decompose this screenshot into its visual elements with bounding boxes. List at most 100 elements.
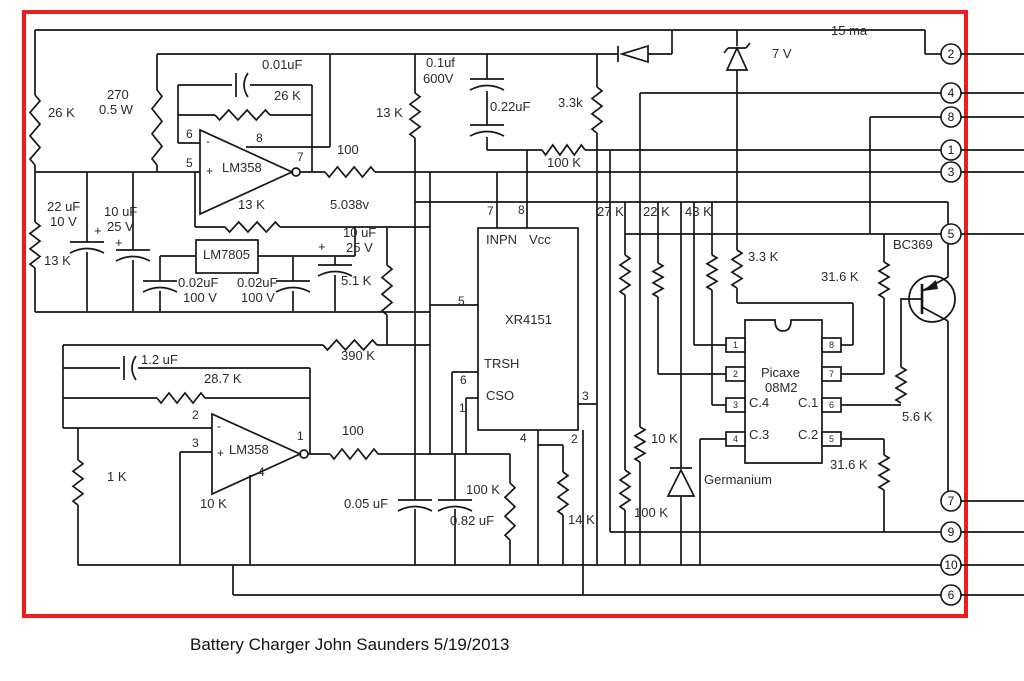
capacitor-icon <box>275 286 311 293</box>
resistor-icon <box>651 262 665 298</box>
svg-text:1: 1 <box>948 143 955 157</box>
picaxe-pin5: 5 <box>829 434 835 444</box>
xr-pin1: 1 <box>459 401 466 415</box>
svg-text:7: 7 <box>948 494 955 508</box>
ic-lm7805-body <box>195 239 259 274</box>
label-c-002uf-b: 0.02uF <box>237 275 278 290</box>
xr-pin6: 6 <box>460 373 467 387</box>
opamp1-name: LM358 <box>222 160 262 175</box>
resistor-icon <box>28 94 42 166</box>
svg-text:2: 2 <box>948 47 955 61</box>
schematic-title: Battery Charger John Saunders 5/19/2013 <box>190 635 510 654</box>
svg-text:4: 4 <box>948 86 955 100</box>
terminal: 3 <box>940 161 962 183</box>
germanium-diode-icon <box>666 467 696 497</box>
opamp2-pin1: 1 <box>297 429 304 443</box>
terminal: 2 <box>940 43 962 65</box>
resistor-icon <box>618 254 632 296</box>
opamp1-pin6: 6 <box>186 127 193 141</box>
picaxe-pin8: 8 <box>829 340 835 350</box>
opamp2-output-bubble <box>299 449 309 459</box>
resistor-icon <box>224 220 281 234</box>
label-r-33k-top: 3.3k <box>558 95 583 110</box>
opamp2-plus: + <box>217 446 225 460</box>
label-r-316k-top: 31.6 K <box>821 269 859 284</box>
resistor-icon <box>156 391 206 405</box>
capacitor-icon <box>437 505 473 512</box>
picaxe-c3: C.3 <box>749 427 770 442</box>
transistor-bc369-icon <box>908 275 956 323</box>
svg-text:5: 5 <box>948 227 955 241</box>
xr-trsh: TRSH <box>484 356 520 371</box>
terminal-group: 2 4 8 1 3 5 7 9 10 6 <box>940 43 962 606</box>
picaxe-pin3: 3 <box>733 400 739 410</box>
opamp1-minus: - <box>206 134 210 148</box>
svg-text:8: 8 <box>948 110 955 124</box>
resistor-icon <box>877 261 891 299</box>
label-c-022uf: 0.22uF <box>490 99 531 114</box>
label-r-56k: 5.6 K <box>902 409 933 424</box>
label-c-10uf-b-v: 25 V <box>346 240 373 255</box>
opamp1-triangle <box>199 128 295 216</box>
label-r-26k-input: 26 K <box>48 105 75 120</box>
label-c-10uf-a: 10 uF <box>104 204 138 219</box>
resistor-icon <box>322 338 378 352</box>
ic-xr4151-body <box>477 227 579 431</box>
resistor-icon <box>590 86 604 134</box>
xr-pin8: 8 <box>518 203 525 217</box>
polarity-plus-10uf-b: + <box>318 239 326 254</box>
resistor-icon <box>150 89 164 166</box>
label-r-13k-left: 13 K <box>44 253 71 268</box>
capacitor-icon <box>115 255 151 262</box>
label-r-100k-mid: 100 K <box>634 505 668 520</box>
opamp2-name: LM358 <box>229 442 269 457</box>
opamp1-pin7: 7 <box>297 150 304 164</box>
resistor-icon <box>71 459 85 506</box>
terminal: 1 <box>940 139 962 161</box>
opamp1-pin5: 5 <box>186 156 193 170</box>
label-r-100k-top: 100 K <box>547 155 581 170</box>
polarity-plus-22uf: + <box>94 223 102 238</box>
resistor-icon <box>633 426 647 463</box>
capacitor-icon <box>397 505 433 512</box>
label-c-10uf-a-v: 25 V <box>107 219 134 234</box>
opamp2-minus: - <box>217 419 221 433</box>
label-c-22uf: 22 uF <box>47 199 81 214</box>
label-r-13k-mid: 13 K <box>376 105 403 120</box>
opamp1-output-bubble <box>291 167 301 177</box>
schematic-border <box>22 10 968 618</box>
label-r-390k: 390 K <box>341 348 375 363</box>
resistor-icon <box>214 108 271 122</box>
terminal: 6 <box>940 584 962 606</box>
label-r-100-b: 100 <box>342 423 364 438</box>
resistor-icon <box>894 366 908 404</box>
label-r-22k: 22 K <box>643 204 670 219</box>
resistor-icon <box>408 92 422 139</box>
resistor-icon <box>329 447 379 461</box>
terminal: 10 <box>940 554 962 576</box>
xr-cso: CSO <box>486 388 515 403</box>
label-r-287k: 28.7 K <box>204 371 242 386</box>
picaxe-c4: C.4 <box>749 395 770 410</box>
picaxe-name-1: Picaxe <box>761 365 801 380</box>
terminal: 5 <box>940 223 962 245</box>
picaxe-name-2: 08M2 <box>765 380 798 395</box>
resistor-icon <box>877 454 891 491</box>
xr-pin3: 3 <box>582 389 589 403</box>
zener-diode-icon <box>723 42 751 71</box>
label-r-1k: 1 K <box>107 469 127 484</box>
capacitor-icon <box>469 84 505 91</box>
resistor-icon <box>324 165 376 179</box>
label-c-002uf-b-v: 100 V <box>241 290 275 305</box>
picaxe-c2: C.2 <box>798 427 819 442</box>
label-r-10k-b: 10 K <box>200 496 227 511</box>
opamp1-plus: + <box>206 164 214 178</box>
terminal: 7 <box>940 490 962 512</box>
xr-pin5: 5 <box>458 294 465 308</box>
picaxe-pin7: 7 <box>829 369 835 379</box>
rectifier-diode-icon <box>617 44 649 64</box>
label-r-100-top: 100 <box>337 142 359 157</box>
label-c-12uf: 1.2 uF <box>141 352 178 367</box>
label-r-27k: 27 K <box>597 204 624 219</box>
resistor-icon <box>705 254 719 291</box>
